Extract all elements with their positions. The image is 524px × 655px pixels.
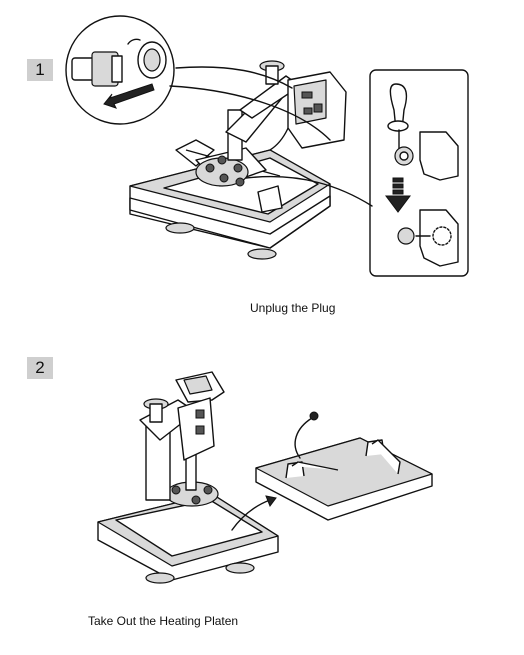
step-1-heating-platen [175,139,283,213]
step-2-arrow-head [265,495,277,508]
step-1-control-box [287,71,347,149]
step-2-removed-heating-platen [255,411,433,521]
step-1-number-badge: 1 [27,59,53,81]
step-1-detail-panel [245,69,469,277]
step-2-caption: Take Out the Heating Platen [88,614,239,628]
step-1-plug-zoom-circle [65,15,331,141]
step-2-number-badge: 2 [27,357,53,379]
step-2-base-platen [97,493,279,584]
step-2-press-body [139,371,225,507]
step-2-motion-arrow [231,499,271,531]
step-1-caption: Unplug the Plug [250,301,336,315]
